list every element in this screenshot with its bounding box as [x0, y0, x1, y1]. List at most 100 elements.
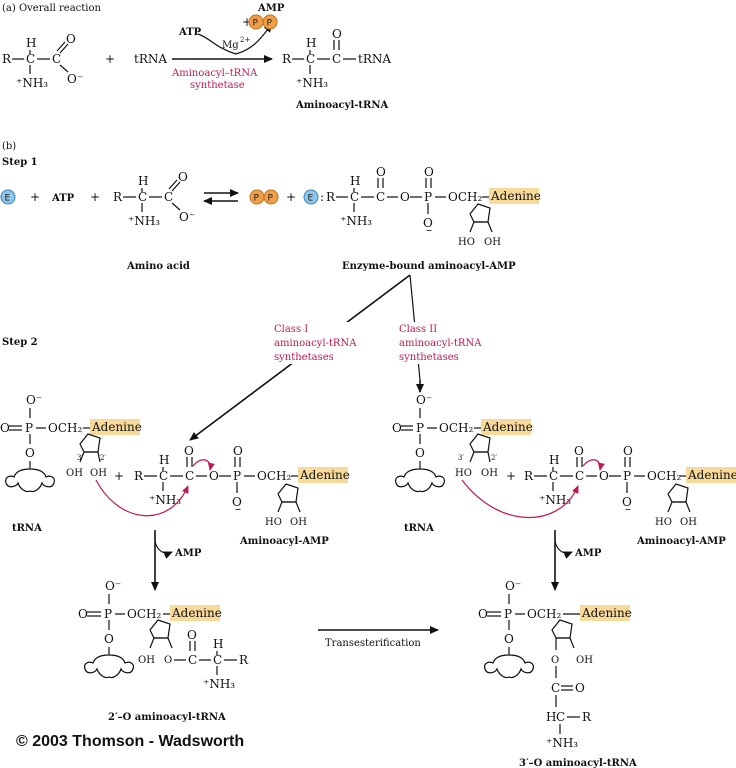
pyrophosphate-p2-badge: [262, 14, 278, 30]
bond: [171, 181, 181, 192]
svg-text:O: O: [209, 469, 219, 483]
bond: [59, 43, 69, 54]
a-atp: ATP: [178, 27, 202, 38]
s1-eb-r: R: [326, 190, 336, 204]
svg-text:O: O: [233, 444, 243, 458]
svg-text:+: +: [506, 469, 516, 483]
s1-eb-o4: O: [423, 216, 433, 230]
s1-aa-ominus: O⁻: [179, 210, 195, 224]
enzyme-badge: [0, 189, 16, 205]
s1-eb-h: H: [350, 174, 360, 188]
class1-amp-release: [154, 541, 173, 559]
product-2prime-label: 2′–O aminoacyl-tRNA: [108, 712, 226, 723]
svg-text:OCH₂: OCH₂: [439, 421, 473, 435]
product-2prime-structure: O⁻ O P OCH₂ Adenine OH O C O C H ⁺NH₃ R …: [78, 579, 249, 691]
svg-text:C: C: [575, 469, 584, 483]
svg-text:OH: OH: [680, 517, 697, 528]
svg-text:C: C: [556, 710, 565, 724]
a-prod-o: O: [332, 27, 342, 41]
svg-text:OCH₂: OCH₂: [48, 421, 82, 435]
svg-text:tRNA: tRNA: [12, 523, 42, 534]
a-aa-r: R: [2, 52, 12, 66]
a-prod-c1: C: [306, 52, 315, 66]
svg-text:C: C: [551, 681, 560, 695]
bond: [59, 64, 69, 73]
a-aa-o: O: [66, 32, 76, 46]
s1-eb-oh: OH: [484, 237, 501, 248]
s1-plus3: +: [286, 190, 296, 204]
svg-text:O: O: [184, 444, 194, 458]
class2-amp: AMP: [574, 548, 602, 559]
svg-text:O⁻: O⁻: [105, 579, 121, 593]
s1-eb-p: P: [424, 190, 432, 204]
svg-text:P: P: [267, 19, 273, 29]
adenine-box: [489, 188, 539, 204]
s1-eb-minus: –: [426, 223, 432, 237]
svg-text:C: C: [213, 653, 222, 667]
panel-b-label: (b): [2, 141, 16, 152]
s1-colon: :: [320, 190, 324, 204]
pyrophosphate-p2-badge: [263, 189, 279, 205]
svg-text:–: –: [625, 502, 631, 516]
transesterification-label: Transesterification: [325, 638, 421, 649]
svg-text:P: P: [25, 421, 33, 435]
bond: [168, 179, 178, 190]
s1-aa-c1: C: [138, 190, 147, 204]
a-product-label: Aminoacyl-tRNA: [295, 100, 388, 111]
svg-text:+: +: [114, 469, 124, 483]
s1-plus2: +: [90, 190, 100, 204]
s1-eb-ho: HO: [458, 237, 475, 248]
a-trna: tRNA: [134, 52, 167, 66]
s1-aa-r: R: [113, 190, 123, 204]
svg-text:HO: HO: [655, 517, 672, 528]
a-prod-r: R: [282, 52, 292, 66]
s1-eb-c1: C: [350, 190, 359, 204]
a-aa-ominus: O⁻: [67, 72, 83, 86]
svg-text:OCH₂: OCH₂: [127, 607, 161, 621]
svg-text:O: O: [187, 628, 197, 642]
svg-text:R: R: [524, 469, 534, 483]
bond: [469, 221, 475, 233]
svg-text:Adenine: Adenine: [482, 420, 533, 434]
s1-eb-o3: O: [424, 165, 434, 179]
bond: [487, 221, 493, 233]
class1-line2: aminoacyl-tRNA: [274, 338, 357, 349]
svg-text:P: P: [268, 194, 274, 204]
bond: [171, 202, 181, 211]
enzyme-bound-label: Enzyme-bound aminoacyl-AMP: [342, 261, 516, 272]
s1-aa-c2: C: [164, 190, 173, 204]
svg-text:H: H: [213, 637, 223, 651]
product-3prime-label: 3′–O aminoacyl-tRNA: [519, 758, 637, 768]
class2-line3: synthetases: [399, 352, 459, 363]
enzyme-badge: [303, 189, 319, 205]
svg-text:OH: OH: [290, 517, 307, 528]
a-mg-charge: 2+: [240, 36, 250, 44]
step1-label: Step 1: [2, 157, 38, 168]
svg-text:O: O: [551, 655, 559, 666]
a-prod-c2: C: [332, 52, 341, 66]
svg-text:O: O: [575, 681, 585, 695]
svg-text:O: O: [25, 446, 35, 460]
a-prod-h: H: [306, 36, 316, 50]
svg-text:OCH₂: OCH₂: [527, 607, 561, 621]
a-enzyme-line1: Aminoacyl–tRNA: [171, 68, 258, 79]
svg-text:C: C: [188, 653, 197, 667]
class2-amp-release: [554, 541, 573, 559]
svg-text:OH: OH: [576, 655, 593, 666]
svg-text:⁺NH₃: ⁺NH₃: [546, 736, 578, 750]
svg-text:P: P: [416, 421, 424, 435]
svg-text:R: R: [582, 710, 592, 724]
svg-text:R: R: [239, 653, 249, 667]
svg-text:O: O: [415, 446, 425, 460]
amino-acid-label: Amino acid: [126, 261, 190, 272]
class1-line3: synthetases: [274, 352, 334, 363]
product-3prime-structure: O⁻ O P OCH₂ Adenine O OH C O H C R ⁺NH₃ …: [478, 579, 632, 750]
svg-text:2′: 2′: [491, 454, 497, 462]
svg-text:O: O: [0, 421, 10, 435]
svg-text:–: –: [235, 502, 241, 516]
svg-text:OCH₂: OCH₂: [257, 469, 291, 483]
svg-text:H: H: [546, 710, 556, 724]
svg-text:O: O: [622, 495, 632, 509]
svg-text:P: P: [623, 469, 631, 483]
